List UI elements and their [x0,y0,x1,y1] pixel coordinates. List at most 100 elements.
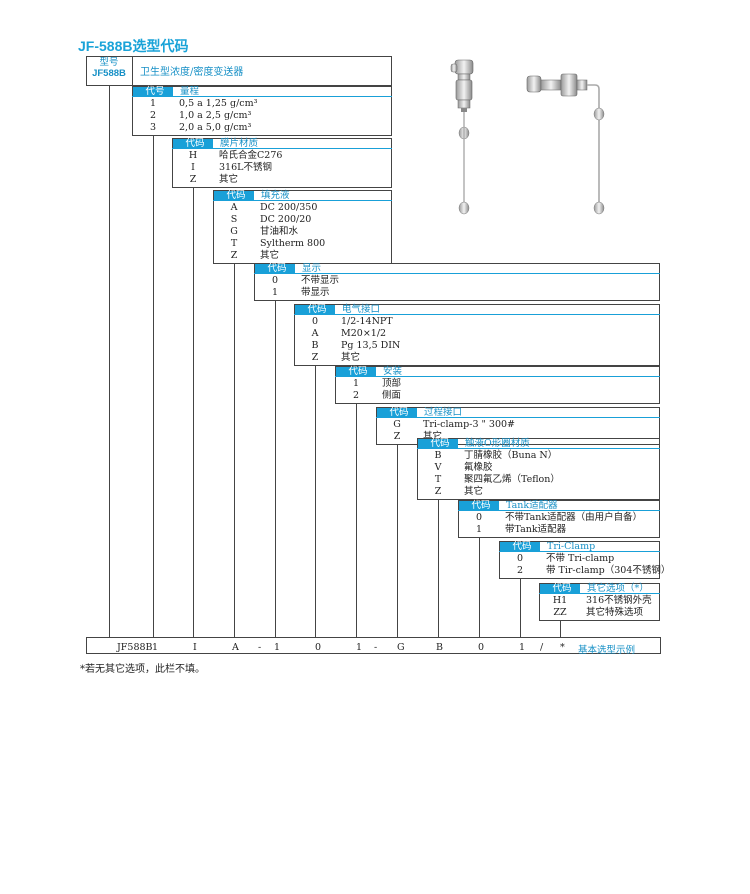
option-description: Pg 13,5 DIN [341,340,401,351]
option-code: G [230,226,238,237]
option-description: 2,0 a 5,0 g/cm³ [179,122,252,133]
section-header-rule [458,510,660,511]
section-frame [417,438,660,500]
option-code: G [393,419,401,430]
option-code: Z [230,250,238,261]
option-code: B [311,340,319,351]
section-code-header: 代码 [552,583,572,594]
option-description: 甘油和水 [260,226,299,237]
option-description: 聚四氟乙烯（Teflon） [464,474,560,485]
section-title: 其它选项（*） [587,583,649,594]
option-description: Syltherm 800 [260,238,326,249]
option-description: 1,0 a 2,5 g/cm³ [179,110,252,121]
guide-line [479,538,480,637]
guide-line [153,136,154,637]
guide-line [234,264,235,637]
section-frame [458,500,660,538]
example-code: 1 [152,642,159,653]
guide-line [315,366,316,637]
section-frame [294,304,660,366]
option-description: 带Tank适配器 [505,524,567,535]
section-frame [254,263,660,301]
section-header-rule [172,148,392,149]
example-code: G [397,642,405,653]
option-description: 其它 [219,174,239,185]
option-code: 0 [475,512,483,523]
example-code: * [560,642,565,653]
guide-line [275,301,276,637]
section-frame [335,366,660,404]
section-code-header: 代码 [430,438,450,449]
section-code-header: 代号 [145,86,165,97]
option-description: 其它 [423,431,443,442]
example-code: 1 [519,642,526,653]
option-code: 1 [271,287,279,298]
option-code: Z [311,352,319,363]
option-description: DC 200/350 [260,202,318,213]
section-header-rule [539,593,660,594]
guide-line [109,86,110,637]
option-code: T [230,238,238,249]
example-code: A [232,642,239,653]
option-description: 丁腈橡胶（Buna N） [464,450,558,461]
footnote: *若无其它选项，此栏不填。 [80,664,205,675]
example-code: B [436,642,443,653]
guide-line [438,500,439,637]
option-description: 氟橡胶 [464,462,493,473]
section-code-header-bar [295,305,335,315]
product-photo [450,59,605,215]
section-title: 量程 [180,86,200,97]
example-row [86,637,661,654]
option-description: DC 200/20 [260,214,312,225]
section-title: 显示 [302,263,322,274]
option-description: 其它特殊选项 [586,607,644,618]
option-description: 带显示 [301,287,330,298]
example-label: 基本选型示例 [578,645,636,656]
option-code: 0 [516,553,524,564]
example-code: - [258,642,262,653]
option-code: H [188,150,198,161]
option-code: Z [189,174,197,185]
option-code: ZZ [553,607,567,618]
section-code-header: 代码 [226,190,246,201]
section-code-header-bar [255,264,295,274]
guide-line [193,188,194,637]
option-description: M20×1/2 [341,328,387,339]
option-code: Z [393,431,401,442]
section-title: 安装 [383,366,403,377]
example-code: JF588B [117,642,153,653]
guide-line [520,579,521,637]
product-name: 卫生型浓度/密度变送器 [140,67,244,78]
option-code: 2 [352,390,360,401]
guide-line [356,404,357,637]
section-code-header-bar [500,542,540,552]
section-frame [376,407,660,445]
model-label: 型号 [99,57,119,68]
option-description: 316不锈钢外壳 [586,595,652,606]
option-code: V [434,462,442,473]
section-code-header: 代码 [307,304,327,315]
section-title: 膜片材质 [220,138,259,149]
option-description: 不带Tank适配器（由用户自备） [505,512,643,523]
section-title: Tank适配器 [506,500,558,511]
option-code: 0 [271,275,279,286]
option-code: H1 [552,595,568,606]
option-code: A [311,328,319,339]
section-code-header-bar [377,408,417,418]
section-code-header-bar [336,367,376,377]
option-description: 侧面 [382,390,402,401]
option-description: 其它 [260,250,280,261]
guide-line [397,445,398,637]
section-title: 过程接口 [424,407,463,418]
option-description: 哈氏合金C276 [219,150,283,161]
option-code: 2 [516,565,524,576]
option-code: 3 [149,122,157,133]
section-title: 电气接口 [342,304,381,315]
option-code: T [434,474,442,485]
option-description: 带 Tir-clamp（304不锈钢） [546,565,671,576]
option-code: 2 [149,110,157,121]
option-code: 1 [352,378,360,389]
example-code: 1 [274,642,281,653]
section-code-header-bar [214,191,254,201]
section-frame [172,138,392,188]
